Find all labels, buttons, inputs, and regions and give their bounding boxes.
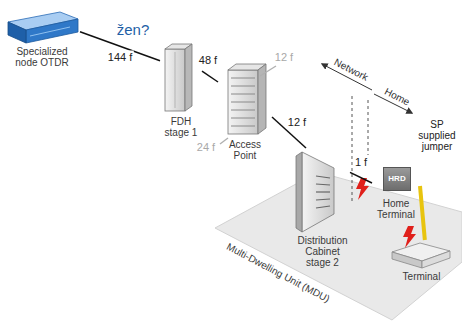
boundary-dash [352,96,353,204]
fault-bolt [403,226,416,248]
node-label: Home Terminal [372,198,420,220]
fdh-cabinet [165,44,192,111]
fiber-count: 1 f [353,156,369,169]
fiber-count: 144 f [106,51,134,64]
distribution-cabinet [296,152,334,232]
access-point-rack [228,64,266,134]
fiber-count: 12 f [275,51,293,64]
zone-label: Home [382,86,411,109]
otdr-device [8,12,78,43]
connector-line [202,71,218,82]
fiber-count: 24 f [197,141,215,154]
node-label: Specialized node OTDR [4,46,80,68]
fiber-cable [350,172,372,183]
fiber-cable [202,71,218,82]
cabinet-node: Distribution Cabinet stage 2 [295,148,350,270]
fiber-stub [260,66,276,76]
otdr-node: Specialized node OTDR [4,10,80,72]
zone-label: Network [332,56,370,84]
home-terminal-node: HRD Home Terminal [372,165,420,225]
fdh-node: FDH stage 1 [160,40,202,144]
boundary-dash [368,100,369,155]
terminal-node: Terminal [388,240,455,286]
fiber-count: 12 f [286,116,308,129]
mdu-floor [215,172,462,320]
jumper-cable [420,186,425,240]
connector-line [350,172,372,183]
cut-off-heading: žen? [117,21,150,39]
node-label: Distribution Cabinet stage 2 [295,235,350,268]
node-label: FDH stage 1 [160,116,202,138]
cable-label: SP supplied jumper [414,119,460,152]
terminal-device [392,243,450,268]
node-label: Access Point [218,139,272,161]
connector-line [420,186,425,240]
fiber-stub [220,138,228,144]
fiber-count: 48 f [197,54,219,67]
node-label: Terminal [388,271,455,282]
device-badge: HRD [383,167,411,191]
access-point-node: Access Point [218,62,272,162]
